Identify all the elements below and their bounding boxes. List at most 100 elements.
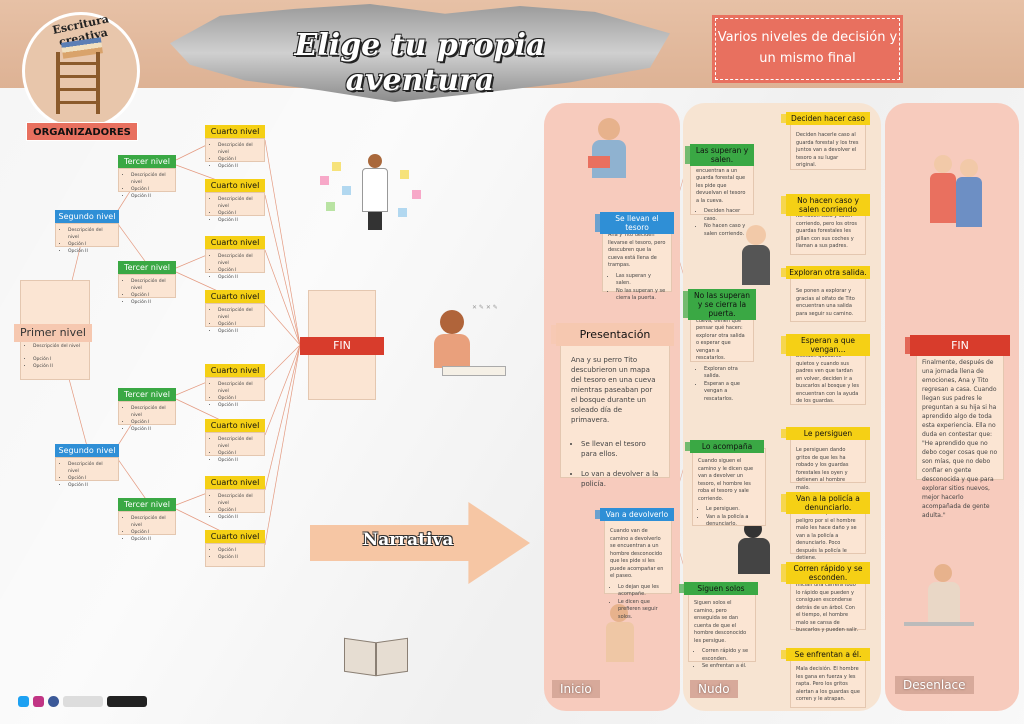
node-desc: Descripción del nivel xyxy=(33,343,85,350)
ending-card: Le persiguen dando gritos de que les ha … xyxy=(790,437,866,491)
nudo-label: Nudo xyxy=(690,680,738,698)
superan-option: Deciden hacer caso. xyxy=(704,208,748,223)
cuarto-nivel-node: Cuarto nivel Descripción del nivelOpción… xyxy=(205,476,265,520)
writing-girl-illustration: ✕ ✎ ✕ ✎ xyxy=(412,300,512,385)
node-option: Opción I xyxy=(218,507,260,514)
node-option: Opción II xyxy=(218,514,260,521)
ending-label: Corren rápido y se esconden. xyxy=(781,562,870,584)
node-option: Opción II xyxy=(218,457,260,464)
acompana-label: Lo acompaña xyxy=(685,440,764,453)
cuarto-nivel-node: Cuarto nivel Descripción del nivelOpción… xyxy=(205,419,265,463)
node-option: Opción I xyxy=(218,267,260,274)
cuarto-nivel-node: Cuarto nivel Descripción del nivelOpción… xyxy=(205,290,265,334)
node-option: Opción I xyxy=(131,292,171,299)
node-option: Opción II xyxy=(218,217,260,224)
acompana-option: Le persiguen. xyxy=(706,506,760,514)
cuarto-nivel-node: Cuarto nivel Descripción del nivelOpción… xyxy=(205,125,265,169)
ending-card: Deciden hacerle caso al guarda forestal … xyxy=(790,122,866,170)
acompana-text: Cuando siguen el camino y le dicen que v… xyxy=(698,458,754,502)
node-option: Opción II xyxy=(218,163,260,170)
ladder-icon xyxy=(56,52,100,114)
nosuperan-option: Esperan a que vengan a rescatarlos. xyxy=(704,381,748,404)
ending-text: Deciden no ponerse en peligro por si el … xyxy=(796,510,857,561)
node-desc: Descripción del nivel xyxy=(68,461,114,475)
segundo-nivel-label: Segundo nivel xyxy=(55,210,119,223)
presentacion-text: Ana y su perro Tito descubrieron un mapa… xyxy=(571,356,656,424)
fin-final-card: Finalmente, después de una jornada llena… xyxy=(916,350,1004,519)
nosuperan-option: Exploran otra salida. xyxy=(704,366,748,381)
man-thinking-illustration xyxy=(738,225,774,285)
cuarto-nivel-label: Cuarto nivel xyxy=(205,364,265,377)
node-option: Opción I xyxy=(218,547,260,554)
node-desc: Descripción del nivel xyxy=(218,253,260,267)
superan-option: No hacen caso y salen corriendo. xyxy=(704,223,748,238)
presentacion-card: Ana y su perro Tito descubrieron un mapa… xyxy=(560,338,670,488)
segundo-nivel-label: Segundo nivel xyxy=(55,444,119,457)
cuarto-nivel-label: Cuarto nivel xyxy=(205,530,265,543)
devolverlo-option: Lo dejan que les acompañe. xyxy=(618,584,666,599)
fin-label: FIN xyxy=(300,337,384,355)
node-desc: Descripción del nivel xyxy=(218,196,260,210)
node-desc: Descripción del nivel xyxy=(218,381,260,395)
author-badge-icon xyxy=(63,696,103,707)
node-option: Opción I xyxy=(33,356,85,363)
ending-text: Le persiguen dando gritos de que les ha … xyxy=(796,447,849,491)
solos-text: Siguen solos el camino, pero enseguida s… xyxy=(694,600,747,644)
devolverlo-label: Van a devolverlo xyxy=(595,508,674,521)
ending-label: Deciden hacer caso xyxy=(781,112,870,125)
cuarto-nivel-node: Cuarto nivel Descripción del nivelOpción… xyxy=(205,236,265,280)
superan-label: Las superan y salen. xyxy=(685,144,754,166)
section-label: ORGANIZADORES xyxy=(26,122,138,141)
fin-final-text: Finalmente, después de una jornada llena… xyxy=(922,359,998,519)
woman-sticky-notes-illustration xyxy=(318,150,428,230)
node-option: Opción I xyxy=(218,395,260,402)
tercer-nivel-node: Tercer nivel Descripción del nivelOpción… xyxy=(118,155,176,199)
ending-text: No hacen caso y salen corriendo, pero lo… xyxy=(796,213,857,249)
node-option: Opción I xyxy=(68,241,114,248)
node-option: Opción II xyxy=(68,482,114,489)
presentacion-option: Se llevan el tesoro para ellos. xyxy=(581,439,659,459)
node-option: Opción II xyxy=(218,402,260,409)
node-option: Opción II xyxy=(131,193,171,200)
node-option: Opción II xyxy=(131,426,171,433)
footer-icons xyxy=(18,696,147,707)
child-with-dog-illustration xyxy=(596,604,644,674)
facebook-icon[interactable] xyxy=(48,696,59,707)
cuarto-nivel-node: Cuarto nivel Opción IOpción II xyxy=(205,530,265,567)
node-option: Opción II xyxy=(68,248,114,255)
fin-final-label: FIN xyxy=(905,335,1010,356)
inicio-label: Inicio xyxy=(552,680,600,698)
ending-label: Se enfrentan a él. xyxy=(781,648,870,661)
node-option: Opción I xyxy=(218,156,260,163)
node-option: Opción II xyxy=(218,274,260,281)
node-option: Opción I xyxy=(218,321,260,328)
tercer-nivel-label: Tercer nivel xyxy=(118,261,176,274)
instagram-icon[interactable] xyxy=(33,696,44,707)
tercer-nivel-node: Tercer nivel Descripción del nivelOpción… xyxy=(118,388,176,432)
node-desc: Descripción del nivel xyxy=(131,172,171,186)
node-desc: Descripción del nivel xyxy=(218,493,260,507)
node-option: Opción II xyxy=(131,299,171,306)
solos-card: Siguen solos el camino, pero enseguida s… xyxy=(688,590,756,669)
woman-reading-illustration xyxy=(904,560,980,640)
cuarto-nivel-node: Cuarto nivel Descripción del nivelOpción… xyxy=(205,179,265,223)
cuarto-nivel-label: Cuarto nivel xyxy=(205,419,265,432)
nosuperan-label: No las superan y se cierra la puerta. xyxy=(683,289,756,320)
llevan-option: No las superan y se cierra la puerta. xyxy=(616,288,666,303)
tercer-nivel-label: Tercer nivel xyxy=(118,388,176,401)
subtitle-box: Varios niveles de decisión y un mismo fi… xyxy=(712,15,903,83)
node-option: Opción II xyxy=(218,328,260,335)
cuarto-nivel-label: Cuarto nivel xyxy=(205,290,265,303)
node-desc: Descripción del nivel xyxy=(218,142,260,156)
tercer-nivel-node: Tercer nivel Descripción del nivelOpción… xyxy=(118,261,176,305)
acompana-card: Cuando siguen el camino y le dicen que v… xyxy=(692,448,766,527)
node-option: Opción I xyxy=(131,419,171,426)
ending-label: Exploran otra salida. xyxy=(781,266,870,279)
page-title: Elige tu propia aventura xyxy=(294,28,546,98)
ending-text: Deciden hacerle caso al guarda forestal … xyxy=(796,132,859,168)
cuarto-nivel-label: Cuarto nivel xyxy=(205,236,265,249)
tercer-nivel-label: Tercer nivel xyxy=(118,155,176,168)
twitter-icon[interactable] xyxy=(18,696,29,707)
node-option: Opción II xyxy=(218,554,260,561)
cuarto-nivel-label: Cuarto nivel xyxy=(205,125,265,138)
